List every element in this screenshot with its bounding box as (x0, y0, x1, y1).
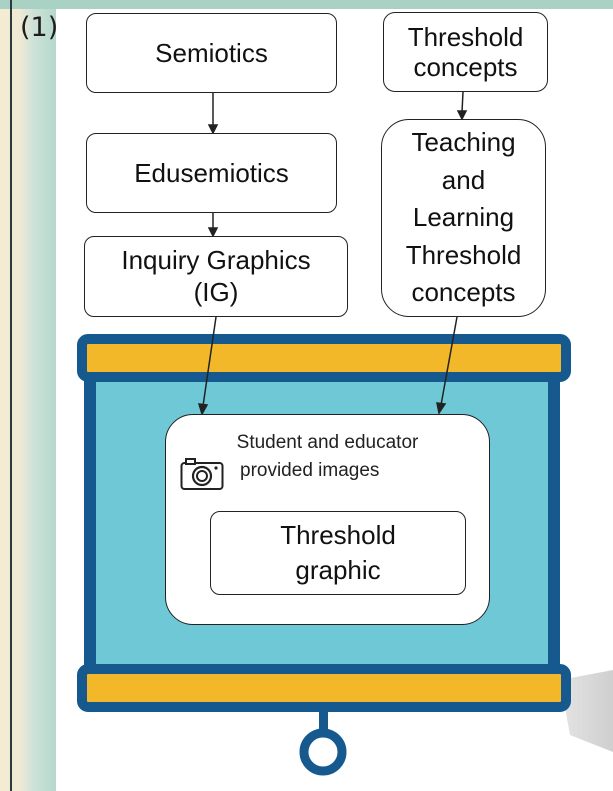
camera-icon (180, 457, 224, 496)
semiotics-box: Semiotics (86, 13, 337, 93)
arrowhead (197, 403, 209, 416)
inquiry-graphics-box: Inquiry Graphics (IG) (84, 236, 348, 317)
edusemiotics-box: Edusemiotics (86, 133, 337, 213)
arrow-teaching-to-screen (440, 316, 458, 406)
left-decorative-strip (0, 0, 56, 791)
threshold-graphic-box: Threshold graphic (210, 511, 466, 595)
threshold-concepts-label: Threshold concepts (407, 21, 524, 82)
projector-bottom-bar (77, 664, 571, 712)
arrowhead (456, 110, 468, 121)
threshold-graphic-label: Threshold graphic (280, 519, 396, 585)
top-band (0, 0, 613, 9)
images-caption-line2: provided images (240, 460, 380, 481)
pull-ring (299, 728, 347, 776)
teaching-learning-box: Teaching and Learning Threshold concepts (381, 119, 546, 317)
panel-label: (1) (20, 12, 59, 43)
screen-shadow (560, 670, 613, 752)
arrowhead (207, 227, 219, 238)
left-border-line (10, 0, 12, 791)
images-caption-line1: Student and educator (236, 432, 419, 453)
threshold-concepts-box: Threshold concepts (383, 12, 548, 92)
arrowhead (207, 124, 219, 135)
images-card: Student and educator provided images Thr… (165, 414, 490, 625)
teaching-learning-label: Teaching and Learning Threshold concepts (405, 127, 522, 308)
projector-top-bar (77, 334, 571, 382)
pull-cord (319, 707, 328, 731)
arrow-ig-to-screen (202, 316, 217, 407)
edusemiotics-label: Edusemiotics (134, 157, 289, 188)
arrowhead (436, 402, 447, 415)
inquiry-graphics-label: Inquiry Graphics (IG) (121, 244, 311, 307)
semiotics-label: Semiotics (155, 37, 268, 68)
arrow-threshold-to-teaching (461, 91, 464, 113)
